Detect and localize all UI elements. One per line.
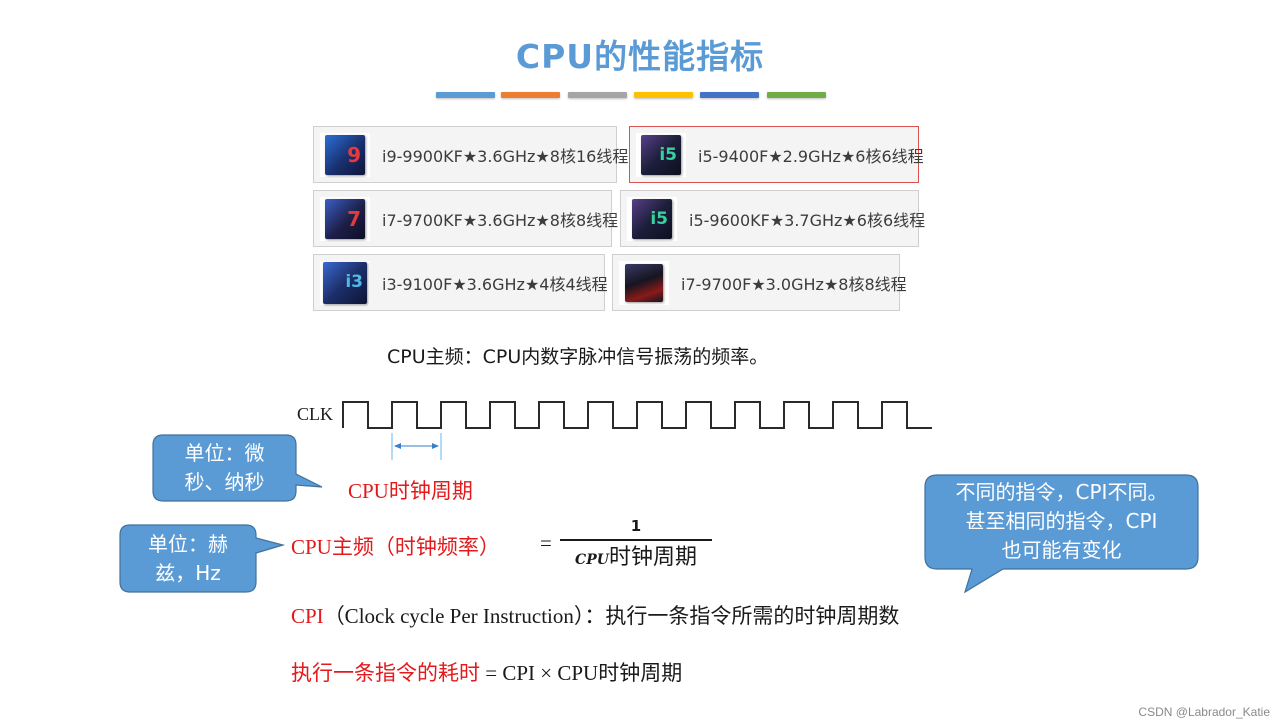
- callout-bubble-1: [152, 434, 323, 502]
- chip-label: 7: [347, 206, 361, 231]
- cpu-clock-period-label: CPU时钟周期: [348, 479, 473, 503]
- callout-line: 单位：微: [184, 441, 265, 465]
- frequency-fraction: 1 CPU时钟周期: [560, 516, 712, 575]
- color-bar-orange: [501, 92, 560, 98]
- cpu-option-i7-9700f[interactable]: i7-9700F★3.0GHz★8核8线程: [612, 254, 907, 311]
- cpu-name: i3-9100F★3.6GHz★4核4线程: [382, 274, 608, 294]
- cpu-chip-icon: i3: [323, 261, 367, 304]
- clk-label: CLK: [297, 404, 333, 424]
- cpu-box-image: 9: [320, 132, 370, 177]
- cpu-option-i5-9600kf[interactable]: i5 i5-9600KF★3.7GHz★6核6线程: [620, 190, 925, 247]
- cpu-name: i5-9400F★2.9GHz★6核6线程: [698, 146, 924, 166]
- callout-line: 秒、纳秒: [184, 470, 265, 494]
- cpu-chip-icon: i5: [632, 198, 672, 239]
- color-bar-gray: [568, 92, 627, 98]
- cpu-box-image: [619, 260, 669, 305]
- fraction-denominator: CPU时钟周期: [560, 543, 712, 575]
- callout-frequency-unit: 单位：赫 兹，Hz: [120, 530, 256, 588]
- cpi-description: ：执行一条指令所需的时钟周期数: [584, 604, 900, 628]
- chip-label: i5: [650, 208, 668, 229]
- callout-line: 甚至相同的指令，CPI: [965, 509, 1158, 533]
- cpu-name: i5-9600KF★3.7GHz★6核6线程: [689, 210, 926, 230]
- cpu-option-i3-9100f[interactable]: i3 i3-9100F★3.6GHz★4核4线程: [313, 254, 608, 311]
- cpu-name: i9-9900KF★3.6GHz★8核16线程: [382, 146, 629, 166]
- callout-line: 兹，Hz: [155, 561, 221, 585]
- fraction-denominator-cpu: CPU: [575, 551, 609, 568]
- execution-time-formula: 执行一条指令的耗时 = CPI × CPU时钟周期: [291, 657, 682, 687]
- cpu-name: i7-9700F★3.0GHz★8核8线程: [681, 274, 907, 294]
- callout-line: 也可能有变化: [1001, 538, 1122, 562]
- color-bar-yellow: [634, 92, 693, 98]
- cpu-chip-icon: 7: [325, 198, 365, 239]
- chip-label: 9: [347, 142, 361, 167]
- fraction-bar: [560, 539, 712, 541]
- cpu-box-image: i5: [636, 132, 686, 177]
- cpu-box-image: 7: [320, 196, 370, 241]
- chip-label: i3: [345, 271, 363, 292]
- cpu-option-i7-9700kf[interactable]: 7 i7-9700KF★3.6GHz★8核8线程: [313, 190, 618, 247]
- cpi-definition: CPI（Clock cycle Per Instruction）：执行一条指令所…: [291, 600, 899, 630]
- cpu-name: i7-9700KF★3.6GHz★8核8线程: [382, 210, 619, 230]
- chip-label: i5: [659, 144, 677, 165]
- callout-line: 单位：赫: [148, 532, 228, 556]
- fraction-numerator: 1: [630, 517, 642, 535]
- cpu-frequency-label: CPU主频（时钟频率）: [291, 535, 500, 559]
- cpu-chip-icon: 9: [325, 134, 365, 175]
- cpu-box-image: i5: [627, 196, 677, 241]
- execution-time-term: 执行一条指令的耗时: [291, 661, 480, 685]
- equals-sign: =: [540, 531, 552, 555]
- callout-line: 不同的指令，CPI不同。: [955, 480, 1168, 504]
- color-bar-darkblue: [700, 92, 759, 98]
- cpi-expansion: （Clock cycle Per Instruction）: [323, 604, 585, 628]
- slide-title: CPU的性能指标: [515, 37, 765, 76]
- cpu-option-i5-9400f[interactable]: i5 i5-9400F★2.9GHz★6核6线程: [629, 126, 924, 183]
- watermark: CSDN @Labrador_Katie: [1138, 705, 1270, 719]
- cpu-frequency-definition: CPU主频：CPU内数字脉冲信号振荡的频率。: [387, 346, 769, 368]
- callout-bubble-3: [924, 474, 1199, 594]
- cpu-chip-icon: i5: [641, 134, 681, 175]
- cpu-box-image: i3: [320, 260, 370, 305]
- clock-signal-line: [342, 401, 932, 429]
- cpi-term: CPI: [291, 604, 324, 628]
- fraction-denominator-text: 时钟周期: [608, 544, 697, 570]
- execution-time-expression: = CPI × CPU时钟周期: [480, 661, 683, 685]
- color-bar-blue: [436, 92, 495, 98]
- callout-bubble-2: [119, 524, 286, 593]
- callout-time-unit: 单位：微 秒、纳秒: [153, 439, 296, 497]
- color-bar-green: [767, 92, 826, 98]
- cpu-chip-icon: [625, 263, 663, 302]
- callout-cpi-note: 不同的指令，CPI不同。 甚至相同的指令，CPI 也可能有变化: [925, 478, 1198, 565]
- cpu-option-i9-9900kf[interactable]: 9 i9-9900KF★3.6GHz★8核16线程: [313, 126, 628, 183]
